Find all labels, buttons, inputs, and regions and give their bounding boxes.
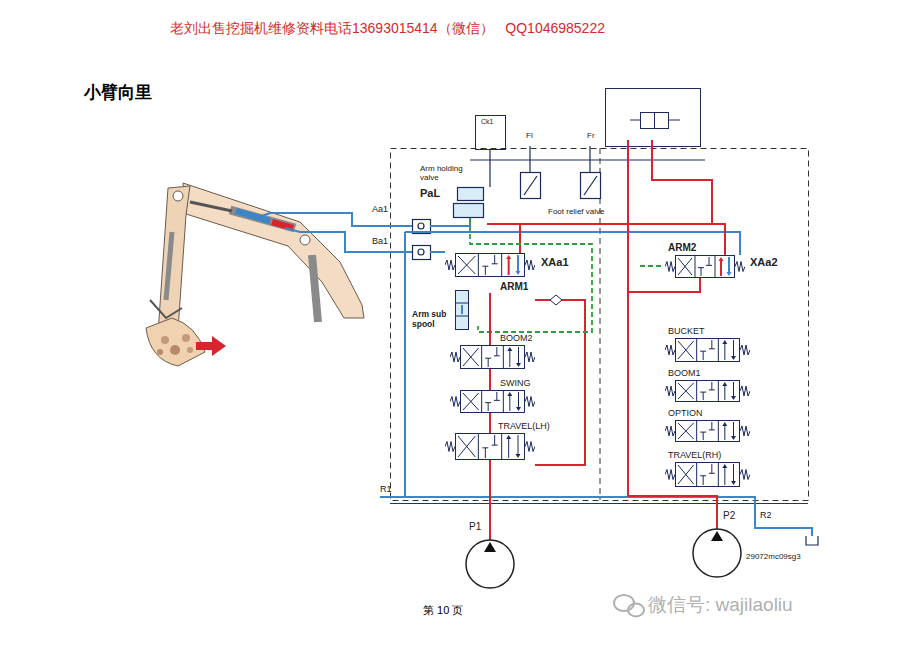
- part-label: PaL: [420, 187, 440, 200]
- spool-symbol: [665, 338, 750, 362]
- spool-valve: TRAVEL(RH): [665, 449, 750, 487]
- spool-symbol: [445, 433, 535, 460]
- part-label: Fl: [526, 131, 533, 140]
- valve-label: Arm sub spool: [412, 310, 452, 330]
- spool-valve: ARM2: [665, 242, 745, 278]
- spool-valve: OPTION: [665, 407, 750, 442]
- pump-label: P2: [723, 510, 735, 522]
- part-label: 29072mc09sg3: [746, 552, 801, 561]
- pilot-lines: [413, 146, 706, 260]
- part-label: 第 10 页: [423, 604, 463, 617]
- part-label: XAa1: [541, 256, 569, 269]
- spool-valve: BOOM2: [450, 332, 535, 369]
- pump-label: P1: [469, 521, 481, 533]
- hydraulic-pump: P2: [690, 509, 744, 579]
- part-label: R1: [380, 484, 392, 494]
- valve-label: ARM1: [500, 281, 535, 293]
- spool-valve: ARM1: [445, 253, 535, 293]
- spool-symbol: [450, 345, 535, 369]
- spool-symbol: [665, 462, 750, 487]
- valve-label: SWING: [500, 377, 535, 389]
- valve-label: BOOM2: [500, 332, 535, 344]
- part-label: Aa1: [372, 204, 388, 214]
- part-label: Foot relief valve: [548, 207, 604, 216]
- part-label: Ba1: [372, 236, 388, 246]
- spool-symbol: [450, 390, 535, 413]
- part-label: 微信号: wajilaoliu: [648, 594, 793, 616]
- valve-label: ARM2: [668, 242, 745, 254]
- spool-symbol: [665, 420, 750, 442]
- part-label: XAa2: [750, 256, 778, 269]
- sub-spool-symbol: [455, 290, 469, 330]
- valve-label: BUCKET: [668, 325, 750, 337]
- part-label: Fr: [587, 131, 595, 140]
- spool-valve: TRAVEL(LH): [445, 420, 550, 460]
- page-title: 小臂向里: [84, 83, 152, 103]
- return-lines: [262, 213, 818, 545]
- spool-symbol: [445, 253, 535, 277]
- wechat-icon: [614, 595, 644, 617]
- spool-symbol: [665, 255, 745, 278]
- excavator-illustration: [146, 183, 364, 366]
- part-label: R2: [760, 510, 772, 520]
- spool-symbol: [665, 380, 750, 402]
- valve-label: BOOM1: [668, 367, 750, 379]
- valve-label: TRAVEL(LH): [498, 420, 550, 432]
- valve-label: OPTION: [668, 407, 750, 419]
- part-label: Ck1: [481, 118, 493, 126]
- spool-valve: BOOM1: [665, 367, 750, 402]
- part-label: 老刘出售挖掘机维修资料电话13693015414（微信） QQ104698522…: [170, 20, 605, 36]
- valve-label: TRAVEL(RH): [668, 449, 750, 461]
- part-label: Arm holding valve: [420, 164, 480, 182]
- spool-valve: SWING: [450, 377, 535, 413]
- sub-spool: Arm sub spool: [412, 290, 469, 330]
- hydraulic-pump: P1: [463, 520, 517, 590]
- pump-symbol: [690, 509, 744, 579]
- valve-housing: [390, 89, 809, 504]
- spool-valve: BUCKET: [665, 325, 750, 362]
